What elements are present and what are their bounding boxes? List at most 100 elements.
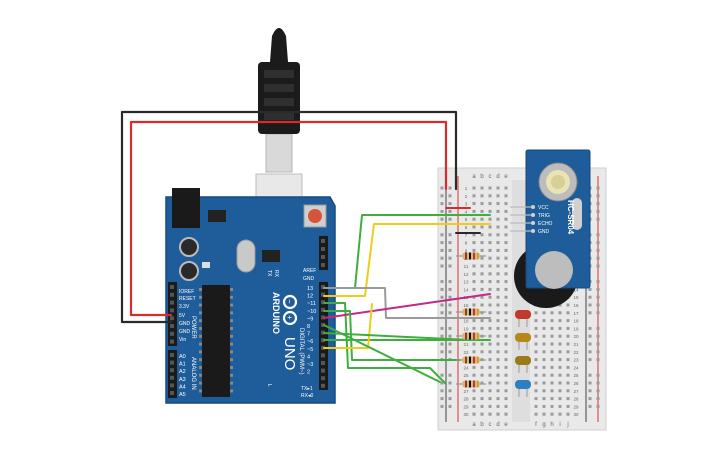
label-tx-pin: TX▸1 [301, 386, 313, 392]
led-red-icon [515, 310, 531, 327]
analog-label: ANALOG IN [190, 357, 196, 390]
digital-pin-label: 7 [307, 332, 310, 338]
bb-row-number: 19 [463, 326, 469, 331]
wire-yellow-2[interactable] [323, 303, 373, 349]
bb-row-number: 19 [573, 326, 579, 331]
bb-row-number: 13 [463, 280, 469, 285]
sensor-pin-label: GND [538, 229, 550, 235]
bb-row-number: 23 [573, 358, 579, 363]
crystal-icon [572, 198, 582, 230]
resistor-icon [456, 252, 486, 260]
header-analog [168, 350, 177, 398]
bb-column-letter: g [542, 422, 545, 428]
resistors [456, 252, 486, 388]
bb-row-number: 21 [463, 342, 469, 347]
bb-column-letter: d [496, 174, 499, 180]
svg-text:+: + [285, 315, 294, 320]
bb-row-number: 29 [573, 404, 579, 409]
analog-pin-label: A5 [179, 392, 186, 398]
arduino-board: − + ARDUINO UNO DIGITAL (PWM~) POWER ANA… [165, 188, 336, 404]
wire-yellow-echo[interactable] [323, 223, 491, 297]
bb-row-number: 24 [463, 365, 469, 370]
sensor-pin-label: ECHO [538, 221, 553, 227]
board-brand: ARDUINO [271, 292, 281, 334]
wire-green-2[interactable] [323, 302, 447, 385]
bb-row-number: 6 [465, 225, 468, 230]
bb-row-number: 28 [573, 397, 579, 402]
wire-gnd-black[interactable] [120, 110, 458, 324]
label-rx-led: RX [273, 270, 279, 278]
bb-row-number: 9 [465, 248, 468, 253]
bb-row-number: 25 [573, 373, 579, 378]
capacitor-icon [179, 261, 199, 281]
bb-row-number: 27 [573, 389, 579, 394]
reset-button[interactable] [308, 209, 322, 223]
bb-row-number: 17 [573, 311, 579, 316]
label-reset: RESET [179, 296, 196, 302]
label-gnd-top: GND [303, 276, 315, 282]
bb-row-number: 14 [573, 287, 579, 292]
bb-row-number: 27 [463, 389, 469, 394]
power-jack [172, 188, 200, 228]
digital-pin-label: 12 [307, 294, 313, 300]
digital-pin-label: 4 [307, 354, 310, 360]
bb-row-number: 18 [463, 319, 469, 324]
wire-magenta[interactable] [323, 293, 491, 319]
label-gnd-2: GND [179, 329, 191, 335]
bb-row-number: 25 [463, 373, 469, 378]
leds [515, 310, 531, 397]
wire-gray[interactable] [323, 287, 491, 319]
bb-row-number: 22 [573, 350, 579, 355]
label-rx-pin: RX◂0 [301, 393, 313, 399]
digital-label: DIGITAL (PWM~) [298, 328, 304, 375]
wire-green-6[interactable] [323, 332, 471, 341]
wire-green-3[interactable] [323, 310, 461, 361]
label-l-led: L [266, 384, 272, 387]
bb-row-number: 24 [573, 365, 579, 370]
digital-pin-label: ~10 [307, 309, 316, 315]
bb-column-letter: e [504, 422, 508, 428]
resistor-icon [456, 356, 486, 364]
bb-row-number: 22 [463, 350, 469, 355]
digital-pin-label: ~11 [307, 301, 316, 307]
label-gnd-1: GND [179, 321, 191, 327]
bb-row-number: 14 [463, 287, 469, 292]
bb-column-letter: j [566, 422, 568, 428]
bb-row-number: 30 [573, 412, 579, 417]
analog-pin-label: A0 [179, 354, 186, 360]
crystal-icon [236, 239, 256, 273]
bb-row-number: 29 [463, 404, 469, 409]
label-tx-led: TX [266, 270, 272, 277]
bb-row-number: 5 [465, 217, 468, 222]
label-aref: AREF [303, 268, 316, 274]
digital-pin-label: ~5 [307, 347, 313, 353]
bb-row-number: 16 [463, 303, 469, 308]
wire-5v-red[interactable] [129, 120, 448, 317]
label-vin: Vin [179, 337, 186, 343]
bb-column-letter: b [480, 422, 484, 428]
digital-pin-label: 2 [307, 370, 310, 376]
bb-row-number: 8 [465, 241, 468, 246]
bb-row-number: 12 [463, 272, 469, 277]
bb-row-number: 20 [573, 334, 579, 339]
resistor-icon [456, 332, 486, 340]
bb-row-number: 2 [465, 194, 468, 199]
svg-text:−: − [285, 299, 294, 304]
bb-row-number: 15 [573, 295, 579, 300]
bb-row-number: 1 [465, 186, 468, 191]
bb-column-letter: d [496, 422, 499, 428]
resistor-icon [456, 380, 486, 388]
header-digital [319, 282, 328, 390]
resistor-icon [456, 308, 486, 316]
bb-column-letter: a [472, 422, 476, 428]
capacitor-icon [179, 237, 199, 257]
power-label: POWER [190, 316, 196, 339]
bb-row-number: 30 [463, 412, 469, 417]
bb-column-letter: c [489, 422, 492, 428]
digital-pin-label: ~9 [307, 316, 313, 322]
bb-row-number: 26 [573, 381, 579, 386]
digital-pin-label: ~3 [307, 362, 313, 368]
digital-pin-label: ~6 [307, 339, 313, 345]
wires [120, 110, 491, 385]
